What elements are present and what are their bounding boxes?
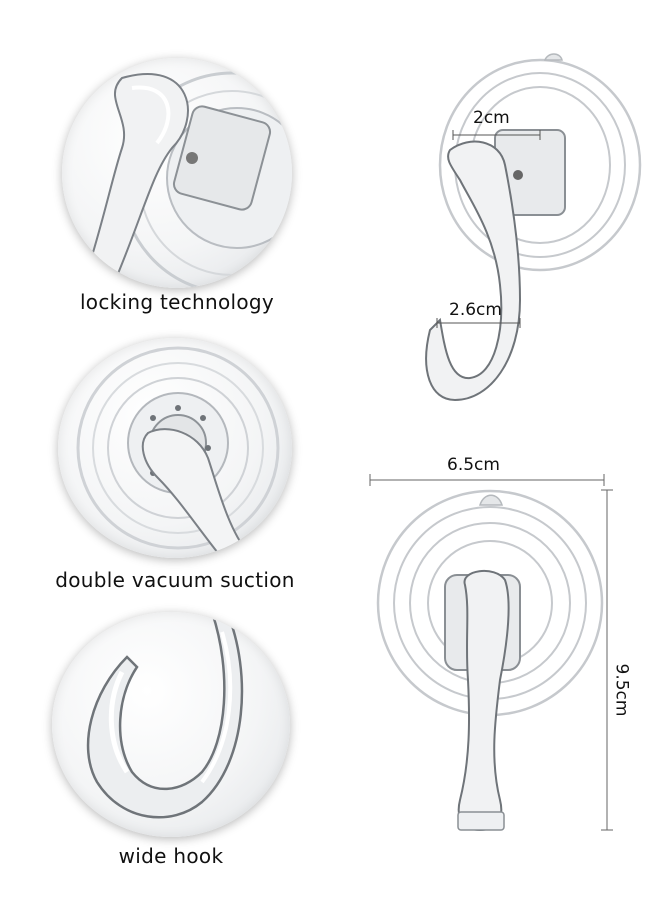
top-width-dimension-line bbox=[452, 130, 541, 140]
double-vacuum-suction-closeup bbox=[58, 338, 292, 558]
locking-technology-caption: locking technology bbox=[79, 290, 275, 314]
side-view-suction-cup bbox=[438, 58, 642, 272]
hook-width-label: 2.6cm bbox=[449, 300, 502, 320]
total-height-label: 9.5cm bbox=[611, 663, 632, 717]
wide-hook-closeup bbox=[52, 612, 290, 837]
top-width-label: 2cm bbox=[473, 108, 510, 128]
wide-hook-illustration bbox=[86, 612, 244, 819]
double-vacuum-suction-caption: double vacuum suction bbox=[55, 568, 295, 592]
front-view-suction-cup bbox=[376, 489, 604, 717]
total-width-dimension-line bbox=[369, 474, 605, 486]
wide-hook-caption: wide hook bbox=[118, 844, 224, 868]
locking-technology-illustration bbox=[80, 71, 292, 288]
locking-technology-closeup bbox=[62, 58, 292, 288]
vacuum-suction-illustration bbox=[76, 346, 280, 554]
total-height-dimension-line bbox=[601, 489, 613, 831]
total-width-label: 6.5cm bbox=[447, 455, 500, 475]
